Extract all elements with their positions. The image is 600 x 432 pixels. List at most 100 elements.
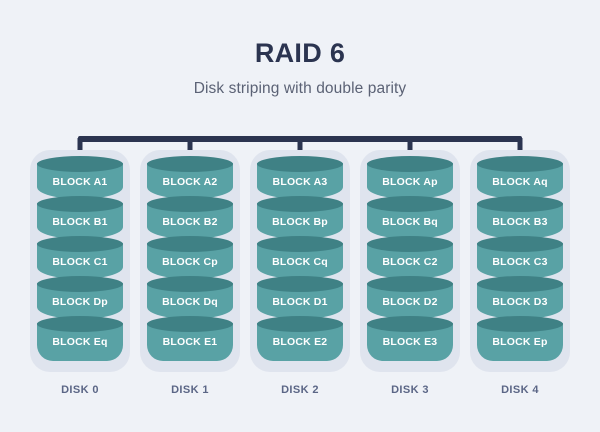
block[interactable]: BLOCK Ep (477, 316, 563, 366)
block-label: BLOCK E2 (272, 336, 328, 348)
block-stack-1: BLOCK A2 BLOCK B2 BLOCK Cp BLOCK Dq (147, 156, 233, 366)
block-label: BLOCK Bp (272, 216, 328, 228)
cylinder-top (257, 276, 343, 292)
cylinder-top (37, 316, 123, 332)
block[interactable]: BLOCK Bp (257, 196, 343, 246)
cylinder-top (257, 236, 343, 252)
cylinder-top (147, 156, 233, 172)
cylinder-top (367, 276, 453, 292)
block[interactable]: BLOCK A2 (147, 156, 233, 206)
block-label: BLOCK B1 (52, 216, 108, 228)
disk-column-4[interactable]: BLOCK Aq BLOCK B3 BLOCK C3 BLOCK D3 (470, 150, 570, 400)
cylinder-top (477, 236, 563, 252)
block-label: BLOCK A3 (272, 176, 328, 188)
block-label: BLOCK D1 (272, 296, 328, 308)
disk-column-3[interactable]: BLOCK Ap BLOCK Bq BLOCK C2 BLOCK D2 (360, 150, 460, 400)
block-label: BLOCK D3 (492, 296, 548, 308)
block[interactable]: BLOCK A3 (257, 156, 343, 206)
block[interactable]: BLOCK A1 (37, 156, 123, 206)
cylinder-top (257, 156, 343, 172)
cylinder-top (257, 196, 343, 212)
block-label: BLOCK Ap (382, 176, 438, 188)
cylinder-top (37, 236, 123, 252)
block[interactable]: BLOCK C1 (37, 236, 123, 286)
block[interactable]: BLOCK Aq (477, 156, 563, 206)
block[interactable]: BLOCK D3 (477, 276, 563, 326)
block-stack-0: BLOCK A1 BLOCK B1 BLOCK C1 BLOCK Dp (37, 156, 123, 366)
page-title: RAID 6 (254, 38, 346, 68)
block[interactable]: BLOCK Dp (37, 276, 123, 326)
disk-casing-3: BLOCK Ap BLOCK Bq BLOCK C2 BLOCK D2 (360, 150, 460, 372)
block[interactable]: BLOCK E1 (147, 316, 233, 366)
cylinder-top (37, 156, 123, 172)
block[interactable]: BLOCK Dq (147, 276, 233, 326)
block-label: BLOCK Cp (162, 256, 218, 268)
block-label: BLOCK B3 (492, 216, 548, 228)
block-label: BLOCK E3 (382, 336, 438, 348)
block-label: BLOCK C1 (52, 256, 108, 268)
cylinder-top (147, 276, 233, 292)
block[interactable]: BLOCK D2 (367, 276, 453, 326)
cylinder-top (477, 316, 563, 332)
disk-casing-4: BLOCK Aq BLOCK B3 BLOCK C3 BLOCK D3 (470, 150, 570, 372)
block-label: BLOCK C3 (492, 256, 548, 268)
block[interactable]: BLOCK B1 (37, 196, 123, 246)
cylinder-top (367, 316, 453, 332)
block-label: BLOCK Dp (52, 296, 108, 308)
block-label: BLOCK C2 (382, 256, 438, 268)
disk-column-2[interactable]: BLOCK A3 BLOCK Bp BLOCK Cq BLOCK D1 (250, 150, 350, 400)
block-label: BLOCK D2 (382, 296, 438, 308)
block[interactable]: BLOCK E3 (367, 316, 453, 366)
block-label: BLOCK Dq (162, 296, 218, 308)
block[interactable]: BLOCK D1 (257, 276, 343, 326)
disk-column-0[interactable]: BLOCK A1 BLOCK B1 BLOCK C1 BLOCK Dp (30, 150, 130, 400)
cylinder-top (477, 276, 563, 292)
page-subtitle: Disk striping with double parity (193, 80, 407, 97)
cylinder-top (477, 196, 563, 212)
cylinder-top (37, 276, 123, 292)
cylinder-top (477, 156, 563, 172)
block-label: BLOCK Ep (492, 336, 548, 348)
block-label: BLOCK Eq (52, 336, 108, 348)
block[interactable]: BLOCK Bq (367, 196, 453, 246)
block-label: BLOCK Aq (492, 176, 548, 188)
block[interactable]: BLOCK Ap (367, 156, 453, 206)
cylinder-top (367, 156, 453, 172)
block-label: BLOCK Cq (272, 256, 328, 268)
disk-label: DISK 2 (281, 384, 319, 396)
disk-label: DISK 1 (171, 384, 209, 396)
block-stack-4: BLOCK Aq BLOCK B3 BLOCK C3 BLOCK D3 (477, 156, 563, 366)
cylinder-top (147, 236, 233, 252)
block[interactable]: BLOCK B3 (477, 196, 563, 246)
disk-casing-2: BLOCK A3 BLOCK Bp BLOCK Cq BLOCK D1 (250, 150, 350, 372)
disk-casing-0: BLOCK A1 BLOCK B1 BLOCK C1 BLOCK Dp (30, 150, 130, 372)
disk-casing-1: BLOCK A2 BLOCK B2 BLOCK Cp BLOCK Dq (140, 150, 240, 372)
block[interactable]: BLOCK Cp (147, 236, 233, 286)
block-label: BLOCK A2 (162, 176, 218, 188)
cylinder-top (147, 196, 233, 212)
disk-array: BLOCK A1 BLOCK B1 BLOCK C1 BLOCK Dp (30, 150, 570, 400)
cylinder-top (367, 196, 453, 212)
block-label: BLOCK A1 (52, 176, 108, 188)
block[interactable]: BLOCK C2 (367, 236, 453, 286)
cylinder-top (367, 236, 453, 252)
cylinder-top (147, 316, 233, 332)
block-label: BLOCK Bq (382, 216, 438, 228)
cylinder-top (257, 316, 343, 332)
block[interactable]: BLOCK E2 (257, 316, 343, 366)
block[interactable]: BLOCK B2 (147, 196, 233, 246)
block[interactable]: BLOCK Eq (37, 316, 123, 366)
block-label: BLOCK B2 (162, 216, 218, 228)
disk-label: DISK 4 (501, 384, 539, 396)
block[interactable]: BLOCK Cq (257, 236, 343, 286)
block-stack-3: BLOCK Ap BLOCK Bq BLOCK C2 BLOCK D2 (367, 156, 453, 366)
block[interactable]: BLOCK C3 (477, 236, 563, 286)
disk-label: DISK 0 (61, 384, 99, 396)
bus-horizontal-bar (78, 136, 522, 142)
block-stack-2: BLOCK A3 BLOCK Bp BLOCK Cq BLOCK D1 (257, 156, 343, 366)
block-label: BLOCK E1 (162, 336, 218, 348)
cylinder-top (37, 196, 123, 212)
disk-label: DISK 3 (391, 384, 429, 396)
disk-column-1[interactable]: BLOCK A2 BLOCK B2 BLOCK Cp BLOCK Dq (140, 150, 240, 400)
diagram-header: RAID 6 Disk striping with double parity (0, 0, 600, 98)
